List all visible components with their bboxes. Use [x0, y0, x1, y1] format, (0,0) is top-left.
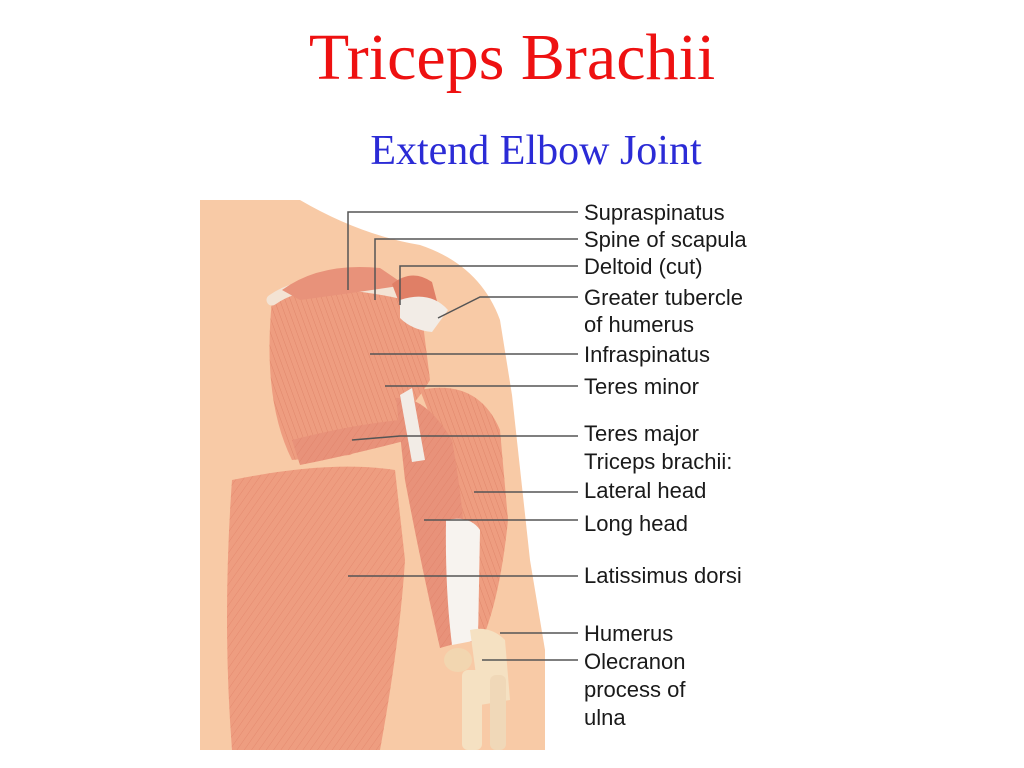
leader-line-deltoid — [399, 265, 578, 305]
label-long-head: Long head — [584, 511, 688, 536]
label-teres-minor: Teres minor — [584, 374, 699, 399]
leader-line-teres-major — [351, 435, 578, 441]
slide-title: Triceps Brachii — [308, 21, 716, 94]
long-head-tendon-strip — [400, 388, 425, 462]
label-deltoid-cut: Deltoid (cut) — [584, 254, 703, 279]
slide-subtitle: Extend Elbow Joint — [370, 128, 702, 174]
ulna-bone — [462, 670, 482, 750]
label-olecranon: Olecranon — [584, 649, 686, 674]
label-triceps-brachii: Triceps brachii: — [584, 449, 733, 474]
leader-line-supraspinatus — [347, 211, 578, 290]
olecranon-process — [444, 648, 472, 672]
label-ulna: ulna — [584, 705, 626, 730]
label-teres-major: Teres major — [584, 421, 699, 446]
label-supraspinatus: Supraspinatus — [584, 200, 725, 225]
radius-bone — [490, 675, 506, 750]
greater-tubercle-tendon — [400, 296, 448, 332]
label-greater-tubercle: Greater tubercle — [584, 285, 743, 310]
label-spine-of-scapula: Spine of scapula — [584, 227, 747, 252]
leader-line-spine-of-scapula — [374, 238, 578, 300]
label-infraspinatus: Infraspinatus — [584, 342, 710, 367]
label-of-humerus: of humerus — [584, 312, 695, 337]
label-humerus: Humerus — [584, 621, 674, 646]
leader-line-greater-tubercle — [437, 296, 578, 319]
label-latissimus-dorsi: Latissimus dorsi — [584, 563, 742, 588]
label-lateral-head: Lateral head — [584, 478, 707, 503]
triceps-tendon — [445, 518, 480, 645]
label-process-of: process of — [584, 677, 686, 702]
